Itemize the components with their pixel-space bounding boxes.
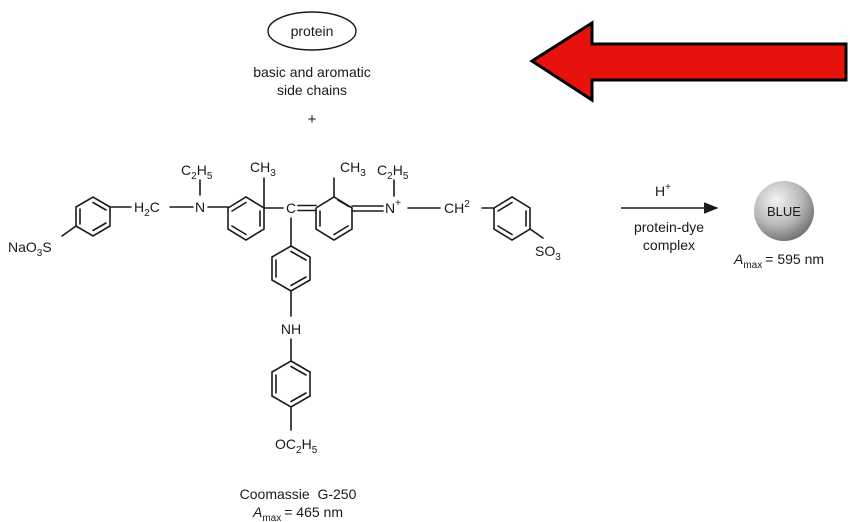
central-carbon: C bbox=[286, 200, 296, 216]
benzene-ring-middle bbox=[271, 245, 311, 292]
red-left-arrow-icon bbox=[529, 20, 848, 103]
protein-label: protein bbox=[291, 23, 334, 39]
n-plus-group: N+ bbox=[385, 198, 401, 216]
methyl-right: CH3 bbox=[340, 159, 366, 179]
quinoid-ring bbox=[315, 196, 353, 241]
ethoxy-group: OC2H5 bbox=[275, 436, 318, 456]
ethyl-left: C2H5 bbox=[181, 162, 213, 182]
benzene-ring-bottom bbox=[271, 360, 311, 408]
reagent-h-plus: H+ bbox=[655, 182, 671, 199]
dye-name: Coomassie G-250 bbox=[240, 486, 357, 502]
nh-group: NH bbox=[281, 321, 301, 337]
product-label: BLUE bbox=[767, 204, 801, 219]
ethyl-right: C2H5 bbox=[377, 162, 409, 182]
product-amax: Amax= 595 nm bbox=[733, 251, 824, 271]
plus-sign: + bbox=[308, 111, 317, 128]
h2c-group: H2C bbox=[134, 199, 160, 219]
sulfonate-right: SO3 bbox=[535, 243, 561, 263]
nao3s-group: NaO3S bbox=[8, 239, 52, 259]
nitrogen-left: N bbox=[195, 199, 205, 215]
complex-line-1: protein-dye bbox=[634, 219, 704, 235]
complex-line-2: complex bbox=[643, 237, 695, 253]
benzene-ring-center-left bbox=[227, 196, 265, 241]
dye-amax: Amax= 465 nm bbox=[252, 504, 343, 522]
methyl-left: CH3 bbox=[250, 159, 276, 179]
side-chains-line-2: side chains bbox=[277, 82, 347, 98]
protein-oval bbox=[267, 11, 357, 51]
gray-sphere-icon bbox=[754, 181, 814, 241]
side-chains-line-1: basic and aromatic bbox=[253, 64, 371, 80]
benzene-ring-left bbox=[75, 196, 111, 237]
benzene-ring-right bbox=[493, 196, 531, 241]
ch2-group: CH2 bbox=[444, 199, 470, 216]
